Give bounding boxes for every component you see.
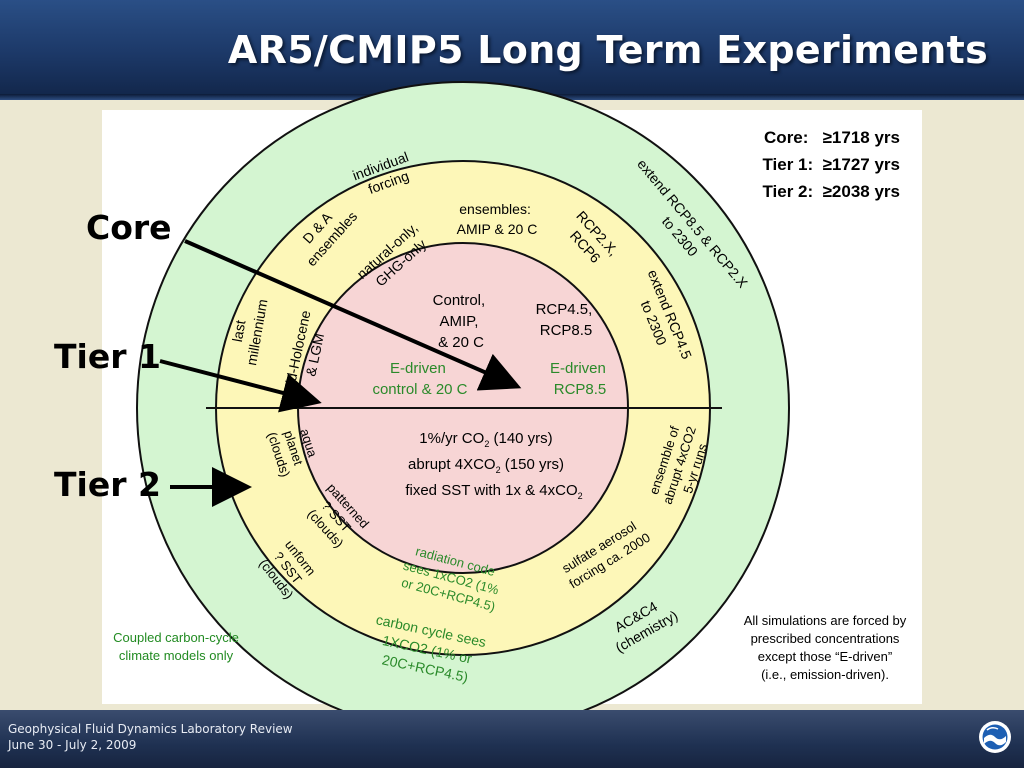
slide-footer <box>0 710 1024 768</box>
svg-text:ensembles: AMIP & 20 C: ensembles: AMIP & 20 C <box>457 201 538 237</box>
core-amip-label: AMIP, <box>439 313 478 330</box>
forcing-note-line: All simulations are forced by <box>743 613 907 628</box>
edriven-right-title: E-driven <box>550 360 606 377</box>
footer-date: June 30 - July 2, 2009 <box>8 738 137 752</box>
core-label: Core <box>86 208 172 247</box>
legend-core: Core: ≥1718 yrs <box>764 128 900 147</box>
edriven-left-title: E-driven <box>390 360 446 377</box>
forcing-note-line: (i.e., emission-driven). <box>761 667 889 682</box>
svg-text:E-driven RCP8.5: E-driven RCP8.5 <box>550 360 610 398</box>
core-control-label: Control, <box>433 292 486 309</box>
legend-tier2: Tier 2: ≥2038 yrs <box>762 182 900 201</box>
core-arrow <box>184 239 522 391</box>
forcing-note-line: prescribed concentrations <box>750 631 900 646</box>
tier1-ensembles-title: ensembles: <box>459 201 531 217</box>
coupled-note-line: Coupled carbon-cycle <box>113 630 239 645</box>
edriven-left-sub: control & 20 C <box>372 381 467 398</box>
core-rcp45-label: RCP4.5, <box>536 301 593 318</box>
coupled-note: Coupled carbon-cycle climate models only <box>96 629 256 665</box>
slide-title: AR5/CMIP5 Long Term Experiments <box>227 28 988 72</box>
edriven-right-sub: RCP8.5 <box>554 381 607 398</box>
coupled-note-line: climate models only <box>118 648 234 663</box>
tier1-arrow <box>159 359 322 413</box>
tier1-label: Tier 1 <box>54 337 161 376</box>
svg-text:carbon cycle sees 1XCO2: carbon cycle sees 1XCO2 (1% or 20C+RCP4.… <box>367 611 492 688</box>
svg-text:E-driven control & 20 C: E-driven control & 20 C <box>372 360 467 398</box>
tier2-label: Tier 2 <box>54 465 161 504</box>
noaa-logo-icon <box>979 721 1011 753</box>
core-rcp85-label: RCP8.5 <box>540 322 593 339</box>
legend-tier1: Tier 1: ≥1727 yrs <box>762 155 900 174</box>
forcing-note-line: except those “E-driven” <box>757 649 893 664</box>
tier1-ensembles-sub: AMIP & 20 C <box>457 221 538 237</box>
exp-1pct-co2: 1%/yr CO2 (140 yrs) <box>419 430 552 449</box>
forcing-note: All simulations are forced by prescribed… <box>725 612 925 684</box>
svg-text:Control, AMIP, & 20 C: Control, AMIP, & 20 C <box>433 292 490 351</box>
core-20c-label: & 20 C <box>438 334 484 351</box>
exp-abrupt-4xco2: abrupt 4XCO2 (150 yrs) <box>408 456 564 475</box>
svg-text:RCP4.5, RCP8.5: RCP4.5, RCP8.5 <box>536 301 597 339</box>
svg-text:aqua planet (cloud: aqua planet (clouds) <box>265 420 324 479</box>
tier2-last: last <box>229 319 249 343</box>
footer-lab-name: Geophysical Fluid Dynamics Laboratory Re… <box>8 722 293 736</box>
exp-fixed-sst: fixed SST with 1x & 4xCO2 <box>405 482 582 501</box>
slide-header <box>0 0 1024 100</box>
